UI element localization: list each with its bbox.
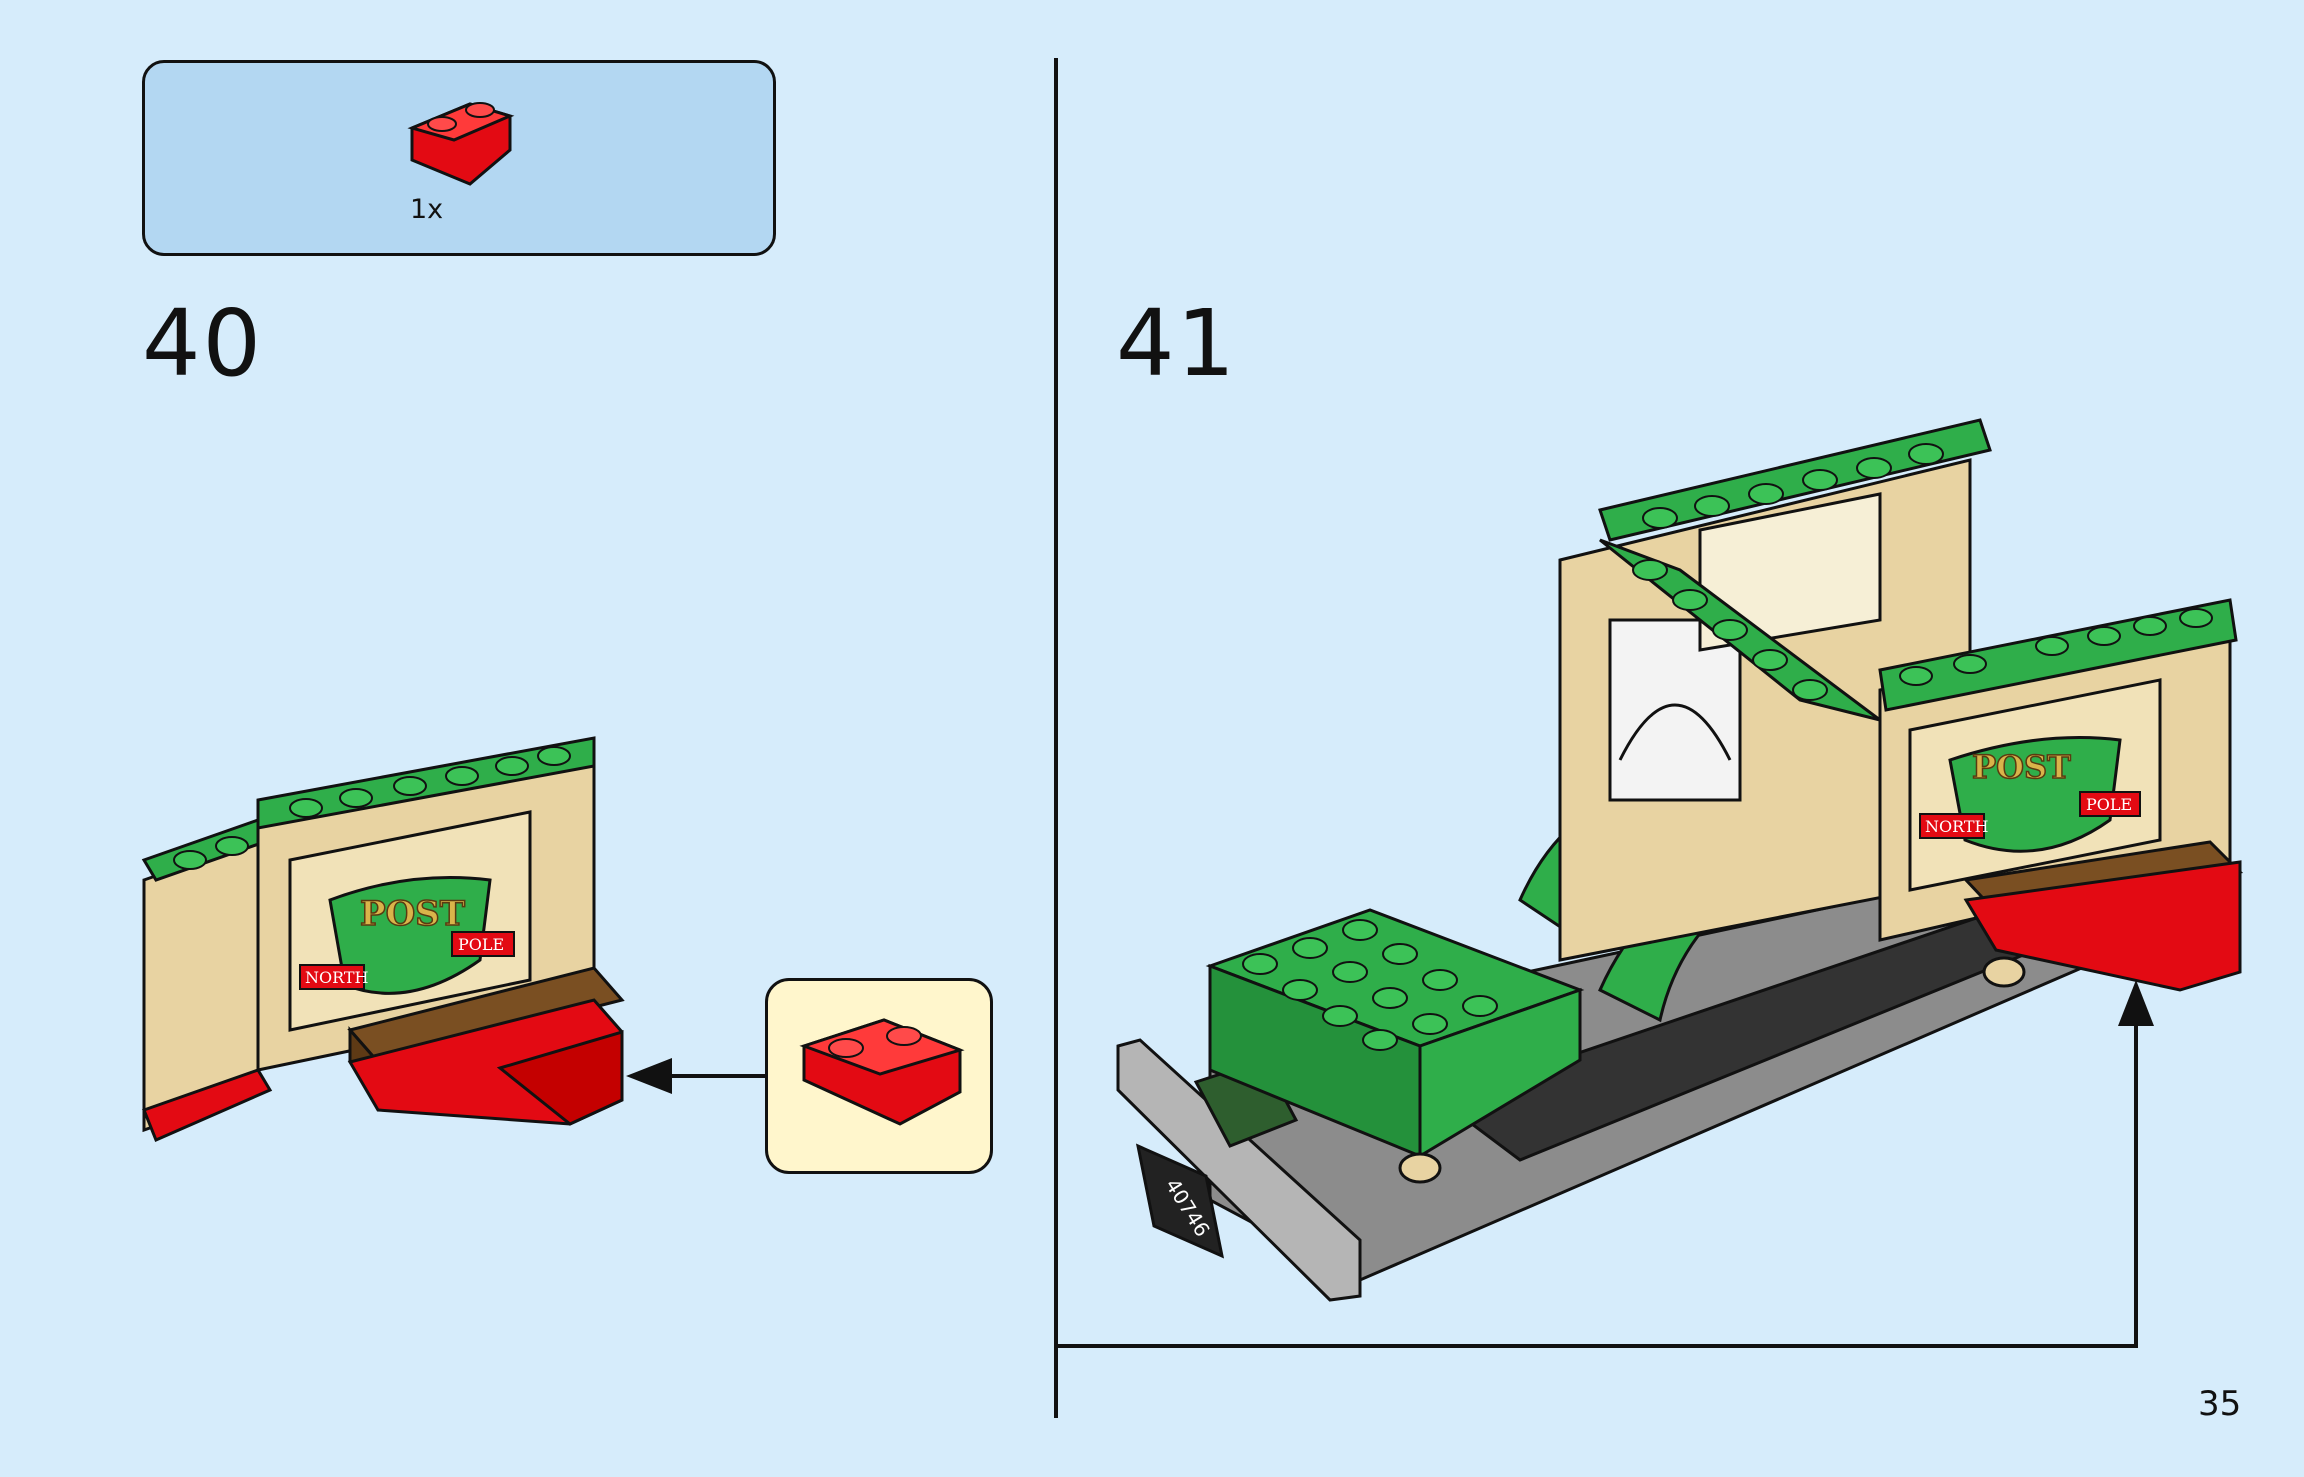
page-number: 35 xyxy=(2198,1384,2242,1424)
sign-north-text: NORTH xyxy=(305,968,369,987)
truck-sign-north-text: NORTH xyxy=(1925,817,1989,836)
truck-sign-pole-text: POLE xyxy=(2086,795,2132,814)
sign-pole-text: POLE xyxy=(458,935,504,954)
part-quantity: 1x xyxy=(410,194,444,225)
step-divider xyxy=(1054,58,1058,1418)
truck-sign-post-text: POST xyxy=(1972,748,2071,786)
sign-post-text: POST xyxy=(360,894,465,934)
step-number-41: 41 xyxy=(1116,290,1238,397)
step-number-40: 40 xyxy=(142,290,264,397)
